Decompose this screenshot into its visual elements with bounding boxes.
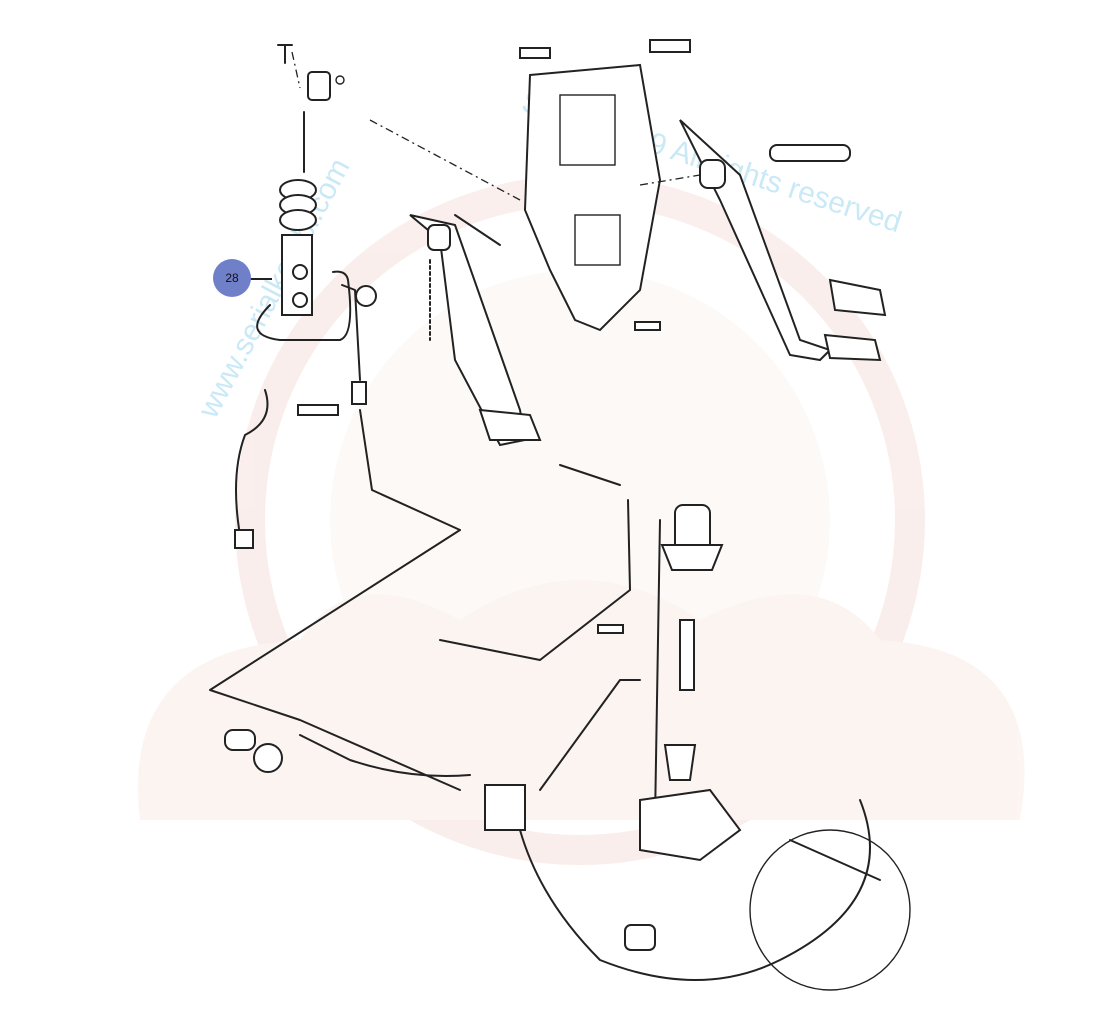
gearbox-housing [484,784,911,991]
callout-number: 28 [225,271,239,285]
part-callout-28[interactable]: 28 [213,259,251,297]
clutch-pedal [409,214,542,447]
slave-cylinder-and-hydraulic-lines [209,389,724,821]
fasteners [224,39,691,773]
watermark-emblem [138,175,1025,865]
clutch-master-cylinder [256,44,461,531]
brake-pedal [639,119,887,362]
callout-leader-line [246,278,272,280]
pedal-bracket [369,63,662,332]
